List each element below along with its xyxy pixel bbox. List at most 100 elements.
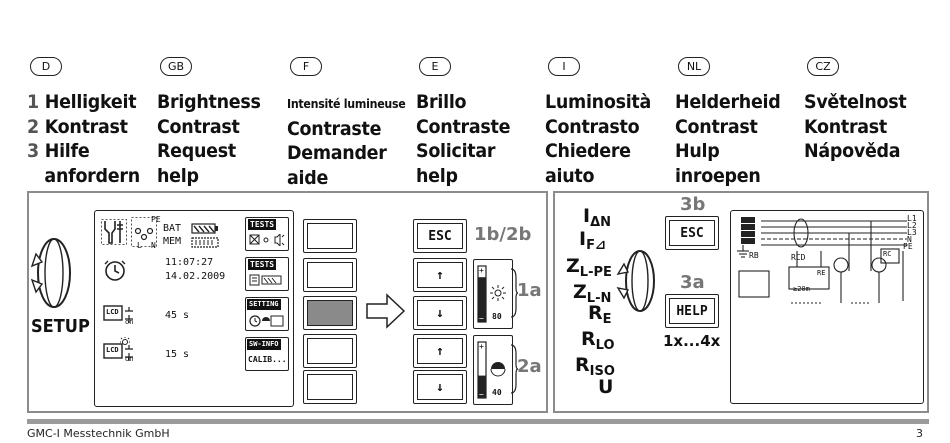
lcd-label-1: LCD [106,308,119,316]
softkey-4[interactable] [303,334,357,368]
language-text: Kontrast [44,115,128,138]
tests-label-1: TESTS [248,219,277,230]
up-key-2[interactable]: ↑ [413,334,467,368]
language-text: Contraste [416,115,511,138]
down-key-2[interactable]: ↓ [413,370,467,404]
esc-key-help[interactable]: ESC [665,216,719,250]
settings-icon [249,315,284,327]
on-label-2: on [125,355,134,363]
language-line: help [416,164,510,189]
softkey-2[interactable] [303,258,357,292]
language-badge-gb: GB [160,57,192,76]
measurement-subscript: L-PE [579,265,612,280]
phase-l3: L3 [907,228,917,237]
connector-icon [131,217,157,247]
battery-icon [191,223,218,234]
re-label: RE [817,269,826,277]
language-badge-d: D [30,57,62,76]
footer-company: GMC-I Messtechnik GmbH [27,427,170,440]
brightness-slider[interactable]: + − [477,263,509,325]
language-line: Luminosità [545,90,651,115]
language-line: inroepen [675,164,781,189]
esc-key-help-label: ESC [669,220,715,246]
language-text: Hulp [675,140,720,162]
contrast-slider[interactable]: + − [477,339,509,401]
measurement-subscript: F⊿ [586,238,606,253]
softkey-3[interactable] [303,296,357,330]
language-line: anfordern [27,164,140,189]
measurement-subscript: L-N [586,291,612,306]
measurement-symbol: R [588,302,603,324]
phase-pe: PE [903,242,913,251]
pe-label: PE [151,215,161,224]
tools-icon [101,219,127,245]
esc-key[interactable]: ESC [413,219,467,253]
measurement-symbol: Z [566,255,580,277]
measurement-symbol: Z [573,281,587,303]
step-number: 1 [27,91,39,113]
brace-2-icon [510,344,518,394]
lcd-backlight-icon [103,305,133,323]
phase-l2: L2 [907,221,917,230]
on-label-1: on [125,318,134,326]
language-line: Contraste [416,115,510,140]
measurement-symbol: R [581,328,596,350]
swinfo-label: SW-INFO [247,339,281,350]
setup-label: SETUP [31,316,90,337]
esc-key-label: ESC [417,223,463,249]
down-key-1[interactable]: ↓ [413,296,467,330]
setting-box[interactable]: SETTING [245,297,289,331]
measurement-item: U [598,376,613,401]
step-label-2a: 2a [517,356,542,377]
language-text: Helderheid [675,91,781,113]
swinfo-box[interactable]: SW-INFO CALIB... [245,337,289,371]
tests-box-2[interactable]: TESTS [245,257,289,291]
step-number: 3 [27,140,39,162]
language-line: aiuto [545,164,651,189]
down-key-1-label: ↓ [417,300,463,326]
language-text: Brillo [416,91,467,113]
language-text: help [416,164,458,187]
tests-box-1[interactable]: TESTS [245,217,289,251]
footer-rule [27,419,929,424]
language-line: Contrasto [545,115,651,140]
up-key-1-label: ↑ [417,262,463,288]
setting-label: SETTING [247,299,281,310]
device-screen: PE L N BAT MEM 11:07:27 14.02.2009 LCD o… [94,210,294,407]
measurement-subscript: LO [595,338,615,353]
language-text: Helligkeit [44,91,137,113]
language-line: 2 Kontrast [27,115,140,140]
rcd-label: RCD [791,253,806,262]
lcd-timeout-2: 15 s [165,349,190,360]
language-line: Světelnost [804,90,907,115]
measurement-symbol: R [575,354,590,376]
language-badge-e: E [419,57,451,76]
language-text: Contrast [157,115,240,138]
measurement-symbol: I [579,228,587,250]
help-key[interactable]: HELP [665,294,719,328]
measurement-subscript: ISO [589,364,615,379]
l-label: L [137,241,142,250]
language-text: Request [157,140,236,162]
step-label-3a: 3a [680,272,705,293]
contrast-slider-box: + − 40 [473,335,513,405]
language-text: Chiedere [545,140,631,162]
softkey-1[interactable] [303,219,357,253]
clock-date: 14.02.2009 [165,271,226,282]
language-text: anfordern [44,164,140,187]
up-key-1[interactable]: ↑ [413,258,467,292]
calib-label: CALIB... [248,355,287,364]
measurement-item: IF⊿ [579,228,606,253]
softkey-5[interactable] [303,370,357,404]
brightness-value: 80 [492,312,502,321]
language-badge-nl: NL [678,57,710,76]
language-line: Chiedere [545,139,651,164]
language-text: inroepen [675,164,761,187]
svg-text:+: + [479,342,484,351]
svg-text:−: − [479,314,484,323]
language-line: help [157,164,261,189]
language-line: 1 Helligkeit [27,90,140,115]
